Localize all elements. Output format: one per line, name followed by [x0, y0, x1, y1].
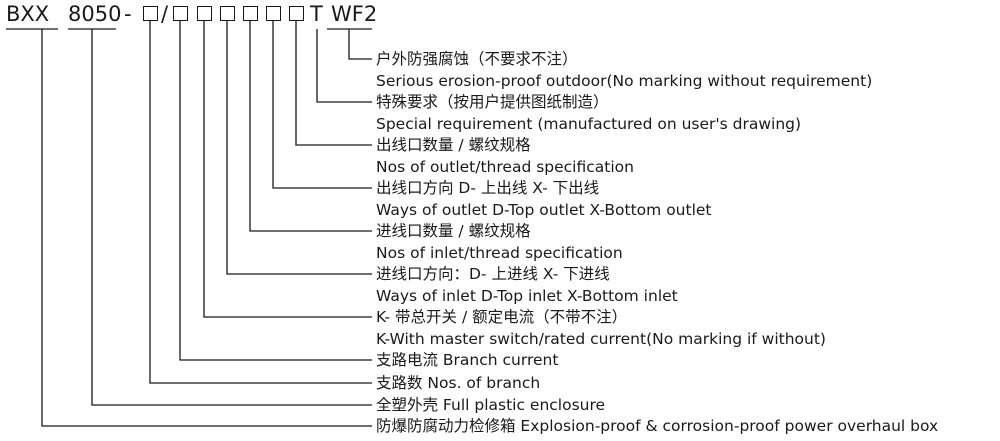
- label-box-5-en: Nos of inlet/thread specification: [376, 244, 623, 262]
- label-box-3-cn: K- 带总开关 / 额定电流（不带不注）: [376, 308, 628, 326]
- label-box-6-en: Ways of outlet D-Top outlet X-Bottom out…: [376, 201, 712, 219]
- leader-box-2: [179, 21, 372, 361]
- label-box-7-en: Nos of outlet/thread specification: [376, 158, 634, 176]
- leader-wf2: [348, 29, 372, 60]
- label-box-5-cn: 进线口数量 / 螺纹规格: [376, 222, 531, 240]
- code-box-1: [143, 6, 158, 21]
- label-number: 全塑外壳 Full plastic enclosure: [376, 396, 606, 414]
- label-box-7-cn: 出线口数量 / 螺纹规格: [376, 136, 531, 154]
- code-box-4: [220, 6, 235, 21]
- label-wf2-en: Serious erosion-proof outdoor(No marking…: [376, 72, 873, 90]
- code-box-2: [173, 6, 188, 21]
- label-box-6-cn: 出线口方向 D- 上出线 X- 下出线: [376, 179, 600, 197]
- code-t: T: [310, 2, 323, 26]
- leader-bxx: [41, 29, 372, 427]
- leader-box-4: [226, 21, 372, 275]
- code-box-3: [197, 6, 212, 21]
- label-box-4-en: Ways of inlet D-Top inlet X-Bottom inlet: [376, 287, 678, 305]
- leader-number: [91, 29, 372, 406]
- code-number: 8050: [68, 2, 122, 26]
- leader-box-6: [272, 21, 372, 189]
- leader-t: [316, 29, 372, 103]
- code-dash: -: [124, 2, 132, 26]
- label-box-2: 支路电流 Branch current: [376, 351, 559, 369]
- leader-box-3: [203, 21, 372, 318]
- code-box-6: [266, 6, 281, 21]
- code-slash: /: [161, 2, 169, 26]
- leader-box-1: [149, 21, 372, 384]
- label-t-cn: 特殊要求（按用户提供图纸制造）: [376, 93, 609, 111]
- label-t-en: Special requirement (manufactured on use…: [376, 115, 802, 133]
- label-wf2-cn: 户外防强腐蚀（不要求不注）: [376, 50, 578, 68]
- code-box-7: [289, 6, 304, 21]
- code-box-5: [243, 6, 258, 21]
- label-box-1: 支路数 Nos. of branch: [376, 374, 541, 392]
- leader-box-5: [249, 21, 372, 232]
- leader-box-7: [295, 21, 372, 146]
- label-box-3-en: K-With master switch/rated current(No ma…: [376, 330, 826, 348]
- label-box-4-cn: 进线口方向：D- 上进线 X- 下进线: [376, 265, 610, 283]
- code-wf2: WF2: [331, 2, 378, 26]
- code-bxx: BXX: [6, 2, 50, 26]
- label-bxx: 防爆防腐动力检修箱 Explosion-proof & corrosion-pr…: [376, 417, 939, 435]
